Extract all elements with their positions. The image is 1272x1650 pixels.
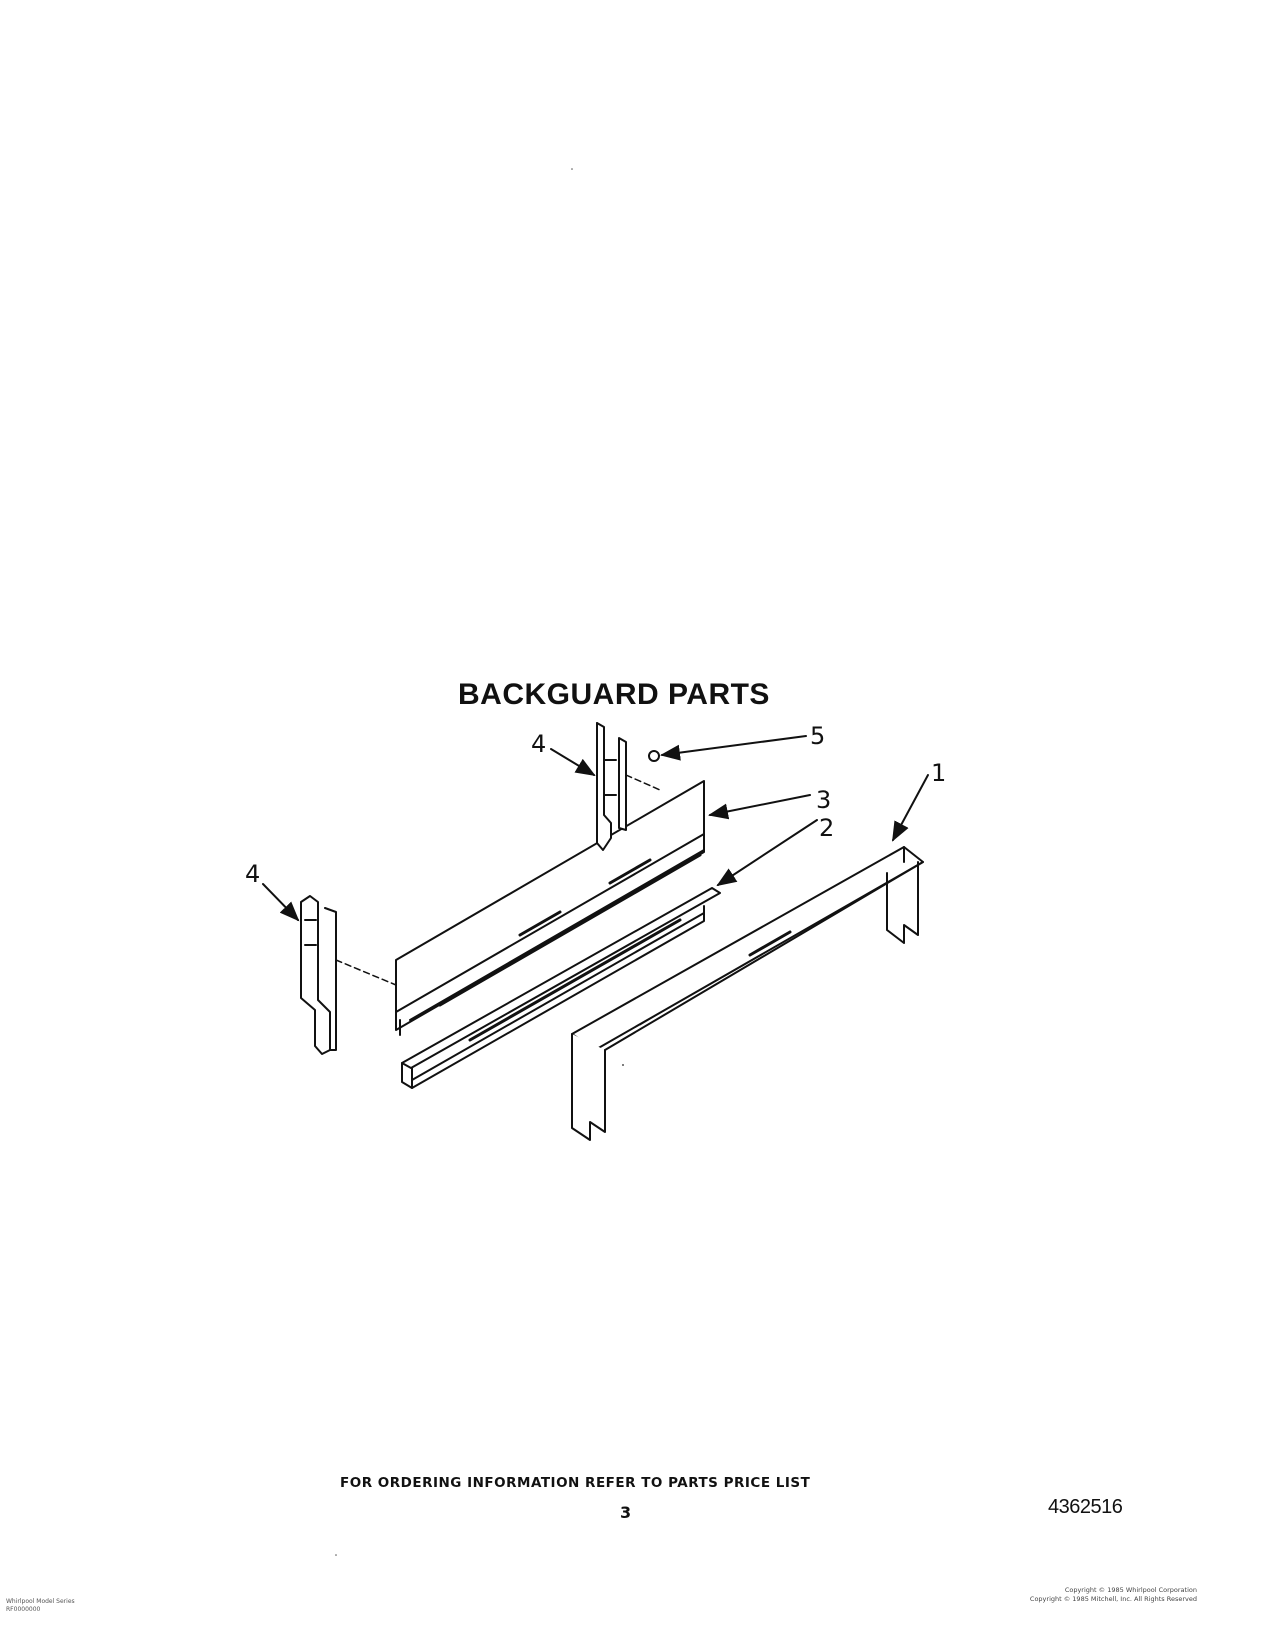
copyright-notice: Copyright © 1985 Whirlpool Corporation C…	[1030, 1586, 1197, 1604]
scan-speck	[335, 1554, 337, 1556]
callout-4-upper: 4	[531, 730, 546, 758]
ordering-information-note: FOR ORDERING INFORMATION REFER TO PARTS …	[340, 1475, 811, 1491]
leader-arrow-5	[660, 735, 807, 761]
leader-arrow-4-upper	[550, 748, 596, 777]
callout-3: 3	[816, 786, 831, 814]
copyright-line: Copyright © 1985 Mitchell, Inc. All Righ…	[1029, 1595, 1197, 1603]
callout-5: 5	[810, 722, 825, 750]
leader-arrow-1	[892, 774, 929, 842]
leader-arrow-2	[716, 819, 818, 887]
part-2-trim-strip	[401, 887, 721, 1089]
part-4-end-bracket-left	[300, 895, 337, 1055]
assembly-guide-line	[335, 959, 397, 986]
part-5-screw	[648, 750, 660, 762]
callout-1: 1	[931, 759, 946, 787]
part-1-backguard-cap	[571, 846, 924, 1141]
leader-arrow-3	[708, 794, 811, 820]
model-series-note: Whirlpool Model Series RF0000000	[6, 1598, 75, 1614]
page-number: 3	[620, 1503, 632, 1522]
callout-2: 2	[819, 814, 834, 842]
diagram-title: BACKGUARD PARTS	[458, 678, 770, 711]
leader-arrow-4-lower	[262, 883, 300, 922]
assembly-guide-line	[625, 774, 661, 791]
scan-speck	[571, 168, 573, 170]
callout-4-lower: 4	[245, 860, 260, 888]
model-series-line: RF0000000	[6, 1606, 41, 1613]
copyright-line: Copyright © 1985 Whirlpool Corporation	[1064, 1586, 1197, 1594]
part-4-end-bracket-right	[596, 722, 627, 851]
document-part-number: 4362516	[1048, 1496, 1123, 1518]
model-series-line: Whirlpool Model Series	[6, 1598, 75, 1605]
part-3-backguard-panel	[395, 780, 705, 1036]
scan-speck	[622, 1064, 624, 1066]
